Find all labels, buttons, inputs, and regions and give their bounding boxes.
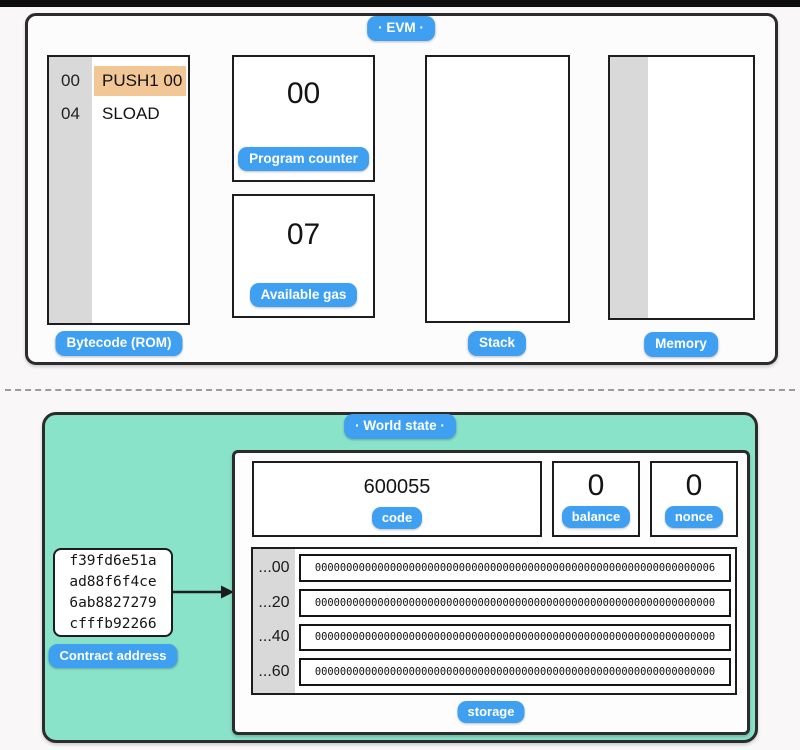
storage-label-badge: storage <box>457 701 525 723</box>
storage-slot-label: ...00 <box>258 558 290 576</box>
balance-box: 0 balance <box>552 461 640 537</box>
bytecode-rom-box: 00 PUSH1 00 04 SLOAD <box>47 55 190 325</box>
bytecode-offset: 00 <box>61 71 80 90</box>
bytecode-offset: 04 <box>61 104 80 123</box>
stack-box <box>425 55 570 323</box>
program-counter-value: 00 <box>286 77 321 110</box>
storage-slot-value: 0000000000000000000000000000000000000000… <box>299 623 731 652</box>
stack-label-badge: Stack <box>467 331 527 356</box>
bytecode-offset-gutter <box>49 57 92 323</box>
bytecode-row: 00 PUSH1 00 <box>49 66 188 96</box>
memory-label-badge: Memory <box>644 332 718 357</box>
memory-box <box>608 55 755 320</box>
code-box: 600055 code <box>252 461 542 537</box>
balance-value: 0 <box>587 469 605 502</box>
memory-offset-gutter <box>610 57 648 318</box>
available-gas-label-badge: Available gas <box>249 282 358 307</box>
storage-slot-value: 0000000000000000000000000000000000000000… <box>299 554 731 582</box>
storage-slot-value: 0000000000000000000000000000000000000000… <box>299 658 731 686</box>
nonce-box: 0 nonce <box>650 461 738 537</box>
storage-slot-value: 0000000000000000000000000000000000000000… <box>299 588 731 617</box>
evm-title-badge: · EVM · <box>367 16 435 41</box>
storage-slot-gutter: ...00 ...20 ...40 ...60 <box>253 549 295 693</box>
program-counter-label-badge: Program counter <box>238 146 369 171</box>
bytecode-instruction: SLOAD <box>102 104 160 123</box>
code-label-badge: code <box>371 507 423 529</box>
bytecode-instruction-current: PUSH1 00 <box>94 66 186 96</box>
program-counter-box: 00 Program counter <box>232 55 375 182</box>
storage-slot-label: ...40 <box>258 628 290 646</box>
available-gas-value: 07 <box>286 218 321 251</box>
storage-box: ...00 ...20 ...40 ...60 0000000000000000… <box>251 547 737 695</box>
available-gas-box: 07 Available gas <box>232 194 375 318</box>
world-state-title-badge: · World state · <box>344 414 456 439</box>
storage-slot-label: ...60 <box>258 663 290 681</box>
contract-address-box: f39fd6e51a ad88f6f4ce 6ab8827279 cfffb92… <box>53 548 173 637</box>
contract-address-label-badge: Contract address <box>48 644 178 668</box>
code-value: 600055 <box>363 476 431 498</box>
top-black-bar <box>0 0 800 7</box>
nonce-label-badge: nonce <box>664 506 724 528</box>
storage-slot-label: ...20 <box>258 593 290 611</box>
bytecode-row: 04 SLOAD <box>49 99 188 129</box>
section-divider <box>5 389 795 391</box>
bytecode-rom-label-badge: Bytecode (ROM) <box>55 331 183 356</box>
address-to-account-arrow-icon <box>172 585 234 599</box>
nonce-value: 0 <box>685 469 703 502</box>
balance-label-badge: balance <box>561 506 631 528</box>
